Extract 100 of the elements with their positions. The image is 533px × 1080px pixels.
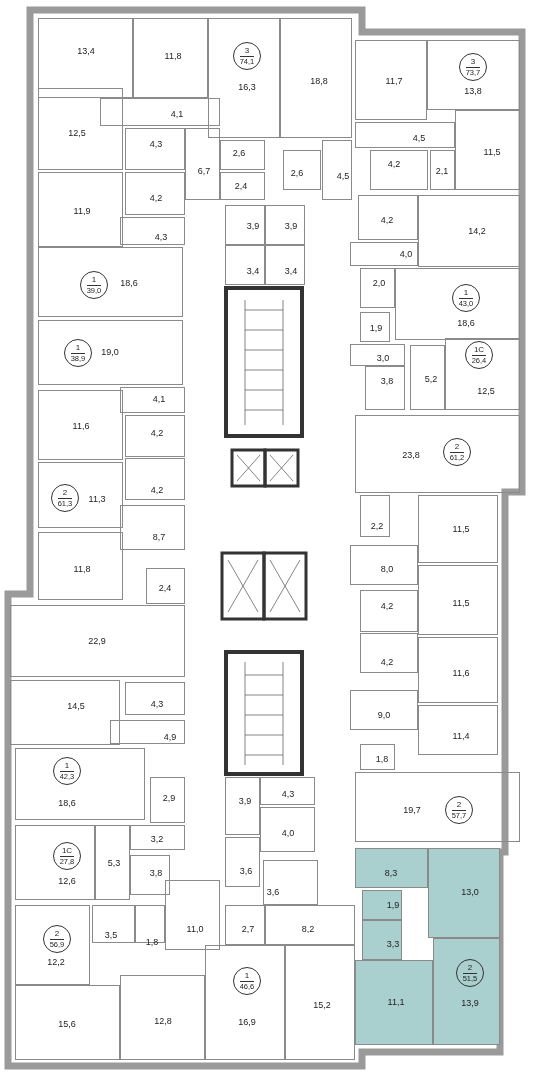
area-label: 11,7 — [385, 76, 403, 86]
room — [125, 682, 185, 715]
area-label: 18,6 — [457, 318, 475, 328]
area-label: 3,4 — [246, 266, 260, 276]
room — [263, 860, 318, 905]
area-label: 2,9 — [162, 793, 176, 803]
room — [428, 848, 500, 938]
room — [15, 825, 95, 900]
area-label: 4,2 — [380, 601, 394, 611]
area-label: 12,6 — [58, 876, 76, 886]
room — [225, 777, 260, 835]
area-label: 11,6 — [452, 668, 470, 678]
area-label: 6,7 — [197, 166, 211, 176]
room — [418, 705, 498, 755]
room — [130, 855, 170, 895]
area-label: 13,4 — [77, 46, 95, 56]
room — [360, 495, 390, 537]
room — [120, 387, 185, 413]
room — [360, 312, 390, 342]
area-label: 3,5 — [104, 930, 118, 940]
room — [283, 150, 321, 190]
room — [360, 633, 418, 673]
room — [418, 637, 498, 703]
room — [360, 744, 395, 770]
room — [38, 462, 123, 528]
room — [133, 18, 208, 98]
room — [418, 565, 498, 635]
area-label: 15,6 — [58, 1019, 76, 1029]
room — [225, 905, 265, 945]
area-label: 3,9 — [238, 796, 252, 806]
room — [358, 195, 418, 240]
room — [455, 110, 520, 190]
area-label: 4,1 — [170, 109, 184, 119]
room — [125, 128, 185, 170]
room — [225, 837, 260, 887]
area-label: 11,5 — [483, 147, 501, 157]
area-label: 2,6 — [232, 148, 246, 158]
apartment-badge — [53, 757, 81, 785]
apartment-badge — [452, 284, 480, 312]
room — [38, 320, 183, 385]
room — [15, 748, 145, 820]
apartment-badge — [443, 438, 471, 466]
room-count: 1С — [61, 846, 73, 855]
area-label: 19,7 — [403, 805, 421, 815]
area-label: 13,8 — [464, 86, 482, 96]
apartment-badge — [43, 925, 71, 953]
room — [260, 807, 315, 852]
room — [445, 338, 520, 410]
area-label: 3,6 — [266, 887, 280, 897]
area-label: 15,2 — [313, 1000, 331, 1010]
area-label: 4,3 — [281, 789, 295, 799]
room — [418, 495, 498, 563]
room — [433, 938, 500, 1045]
room — [260, 777, 315, 805]
area-label: 4,2 — [149, 193, 163, 203]
room — [355, 122, 455, 148]
area-label: 5,3 — [107, 858, 121, 868]
room — [410, 345, 445, 410]
room — [355, 960, 433, 1045]
room — [38, 247, 183, 317]
area-label: 4,2 — [150, 428, 164, 438]
area-label: 4,0 — [399, 249, 413, 259]
area-label: 18,6 — [58, 798, 76, 808]
room-count: 1 — [75, 343, 81, 352]
area-label: 4,0 — [281, 828, 295, 838]
apartment-badge — [233, 967, 261, 995]
area-label: 4,3 — [154, 232, 168, 242]
area-label: 1,9 — [369, 323, 383, 333]
room — [220, 140, 265, 170]
room — [15, 985, 120, 1060]
area-label: 11,1 — [387, 997, 405, 1007]
room — [100, 98, 220, 126]
room — [205, 945, 285, 1060]
area-label: 12,5 — [68, 128, 86, 138]
room — [285, 945, 355, 1060]
room — [92, 905, 135, 943]
room — [130, 825, 185, 850]
room-count: 2 — [62, 488, 68, 497]
area-label: 11,5 — [452, 524, 470, 534]
room — [418, 195, 520, 267]
area-label: 12,8 — [154, 1016, 172, 1026]
apartment-badge — [53, 842, 81, 870]
room — [15, 905, 90, 985]
area-label: 3,9 — [284, 221, 298, 231]
room — [125, 415, 185, 457]
room — [362, 890, 402, 920]
room — [322, 140, 352, 200]
room — [150, 777, 185, 823]
area-label: 4,3 — [149, 139, 163, 149]
room — [125, 458, 185, 500]
area-label: 11,8 — [73, 564, 91, 574]
area-label: 3,4 — [284, 266, 298, 276]
area-label: 4,2 — [380, 657, 394, 667]
room — [225, 205, 265, 245]
area-label: 2,6 — [290, 168, 304, 178]
room-count: 1 — [64, 761, 70, 770]
area-label: 3,6 — [239, 866, 253, 876]
room — [350, 344, 405, 366]
room — [38, 88, 123, 170]
area-label: 12,5 — [477, 386, 495, 396]
